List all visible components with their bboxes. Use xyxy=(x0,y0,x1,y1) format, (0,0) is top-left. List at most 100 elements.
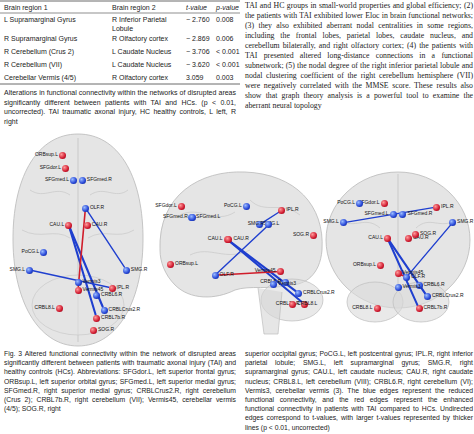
table-header: p-value xyxy=(216,3,242,12)
node-label: SFGmed.R xyxy=(407,210,432,216)
node-label: Vermis45 xyxy=(255,267,276,273)
node-label: ORBsup.L xyxy=(175,260,198,266)
table-cell: 0.003 xyxy=(216,73,242,82)
brain-node: CAU.R xyxy=(84,222,91,229)
node-label: SOG.R xyxy=(98,326,114,332)
brain-node: CRBL8.L xyxy=(374,305,381,312)
brain-node: SFGdor.L xyxy=(381,200,388,207)
node-label: SMG.R xyxy=(248,220,264,226)
brain-node: CRBLCrus2.R xyxy=(101,307,108,314)
table-cell: Cerebellar Vermis (4/5) xyxy=(4,73,110,82)
brain-node: CRBLCrus2.R xyxy=(295,290,302,297)
brain-node: CRBL8.L xyxy=(289,301,296,308)
table-cell: R Olfactory cortex xyxy=(112,73,182,82)
table-cell: R Olfactory cortex xyxy=(112,34,182,43)
brain-node: SFGdor.L xyxy=(178,203,185,210)
node-label: SFGdor.L xyxy=(155,202,176,208)
node-label: CRBLCrus2.R xyxy=(432,292,464,298)
node-label: Vermis45 xyxy=(83,286,104,292)
brain-node: SFGmed.L xyxy=(390,211,397,218)
brain-node: ORBsup.L xyxy=(167,261,174,268)
node-label: SMG.R xyxy=(131,266,147,272)
brain-node: Vermis45 xyxy=(395,270,402,277)
node-label: CRBL8.L xyxy=(35,304,55,310)
node-label: CAU.R xyxy=(233,235,249,241)
node-label: SOG.R xyxy=(293,231,309,237)
brain-node: Vermis3 xyxy=(395,284,402,291)
brain-node: PoCG.L xyxy=(40,249,47,256)
connectivity-edge xyxy=(409,225,451,274)
node-label: SFGmed.L xyxy=(196,213,220,219)
brain-node: SMG.R xyxy=(123,267,130,274)
table-header: Brain region 1 xyxy=(4,3,110,12)
brain-node: SMG.L xyxy=(26,267,33,274)
brain-node: ORBsup.L xyxy=(59,152,66,159)
figure-caption: Fig. 3 Altered functional connectivity w… xyxy=(4,349,236,413)
node-label: CRBL8.L xyxy=(352,304,372,310)
figure-caption: superior occipital gyrus; PoCG.L, left p… xyxy=(245,349,473,432)
table-cell: R Inferior Parietal Lobule xyxy=(112,15,182,33)
table-cell: 3.059 xyxy=(186,73,216,82)
brain-node: CAU.R xyxy=(405,235,412,242)
node-label: PoCG.L xyxy=(224,202,242,208)
brain-node: OLF.R xyxy=(82,205,89,212)
brain-node: OLF.R xyxy=(212,272,219,279)
table-cell: R Cerebellum (Crus 2) xyxy=(4,47,110,56)
connectivity-edge xyxy=(347,208,433,222)
node-label: OLF.R xyxy=(220,271,234,277)
brain-node: IPL.R xyxy=(109,285,116,292)
brain-node: SFGmed.R xyxy=(189,214,196,221)
node-label: OLF.R xyxy=(90,204,104,210)
node-label: SMG.L xyxy=(10,266,26,272)
brain-sagittal-view xyxy=(160,172,323,334)
brain-node: Vermis45 xyxy=(75,287,82,294)
table-cell: 0.008 xyxy=(216,15,242,24)
node-label: SFGmed.R xyxy=(87,176,112,182)
node-label: CAU.L xyxy=(368,234,383,240)
table-cell: L Caudate Nucleus xyxy=(112,47,182,56)
brain-node: SFGdor.L xyxy=(62,165,69,172)
connectivity-edge xyxy=(33,271,109,288)
brain-axial-view xyxy=(13,134,143,346)
node-label: ORBsup.L xyxy=(353,261,376,267)
table-header: Brain region 2 xyxy=(112,3,182,12)
brain-coronal-view xyxy=(326,172,470,322)
node-label: SFGdor.L xyxy=(40,164,61,170)
node-label: Vermis45 xyxy=(403,269,424,275)
table-header: t-value xyxy=(186,3,216,12)
brain-node: CAU.L xyxy=(384,235,391,242)
connectivity-edge xyxy=(87,211,124,267)
node-label: CRBL7b.R xyxy=(424,304,448,310)
node-label: Vermis3 xyxy=(403,283,421,289)
table-cell: L Supramarginal Gyrus xyxy=(4,15,110,24)
connectivity-edge xyxy=(70,228,103,307)
node-label: CRBL6.R xyxy=(424,281,445,287)
node-label: SFGmed.L xyxy=(364,210,388,216)
node-label: SFGmed.R xyxy=(163,213,188,219)
node-label: IPL.R xyxy=(286,206,299,212)
node-label: PoCG.L xyxy=(22,248,40,254)
brain-node: CRBL6.R xyxy=(93,292,100,299)
node-label: CRBL7b.R xyxy=(276,300,300,306)
table-cell: R Supramarginal Gyrus xyxy=(4,34,110,43)
brain-node: CRBL8.L xyxy=(56,305,63,312)
brain-node: CAU.L xyxy=(65,222,72,229)
node-label: IPL.R xyxy=(441,203,454,209)
node-label: SFGmed.L xyxy=(45,176,69,182)
node-label: CRBL8.L xyxy=(297,300,317,306)
node-label: CRBLCrus2.R xyxy=(109,306,141,312)
table-cell: < 0.001 xyxy=(216,60,242,69)
brain-node: Vermis3 xyxy=(75,279,82,286)
node-label: CRBL7b.R xyxy=(101,314,125,320)
body-text: TAI and HC groups in small-world propert… xyxy=(245,1,473,111)
table-caption: Alterations in functional connectivity w… xyxy=(4,88,236,126)
brain-node: CRBL7b.R xyxy=(416,305,423,312)
brain-node: SFGmed.L xyxy=(70,177,77,184)
connectivity-edge xyxy=(389,241,425,294)
table-cell: − 3.620 xyxy=(186,60,216,69)
table-cell: 0.006 xyxy=(216,34,242,43)
connectivity-edge xyxy=(230,241,302,301)
node-label: PoCG.L xyxy=(337,199,355,205)
node-label: SOG.R xyxy=(420,230,436,236)
